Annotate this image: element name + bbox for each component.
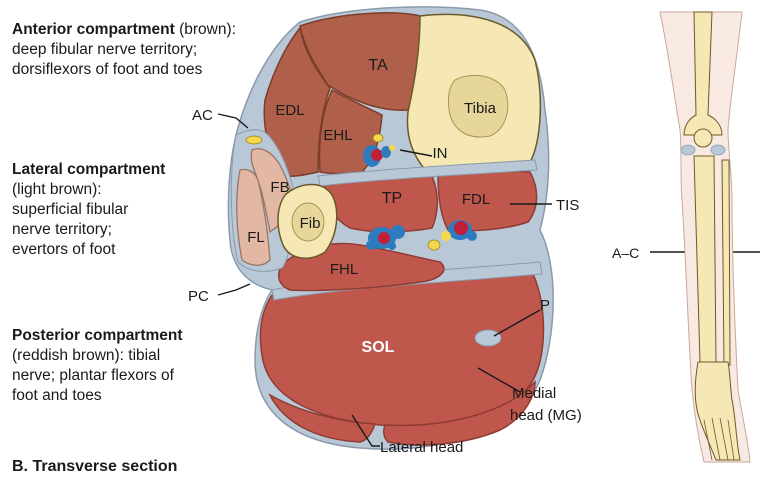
label-ac-level: A–C xyxy=(612,245,639,261)
label-fdl: FDL xyxy=(462,191,490,208)
knee-cap xyxy=(694,129,712,147)
anterior-nerve-mark xyxy=(373,134,383,142)
fibula-shaft xyxy=(722,160,730,365)
label-pc: PC xyxy=(188,288,209,305)
plantaris-tendon xyxy=(475,330,501,346)
leg-illustration xyxy=(660,12,750,462)
superficial-fibular-nerve xyxy=(246,136,262,144)
label-fib: Fib xyxy=(300,215,321,232)
label-in: IN xyxy=(433,145,448,162)
label-fhl: FHL xyxy=(330,261,358,278)
label-tp: TP xyxy=(382,190,402,207)
label-tis: TIS xyxy=(556,197,579,214)
label-edl: EDL xyxy=(275,102,304,119)
label-tibia: Tibia xyxy=(464,100,497,117)
label-lateral-head: Lateral head xyxy=(380,439,463,456)
label-ta: TA xyxy=(368,57,388,74)
label-fl: FL xyxy=(247,229,265,246)
label-fb: FB xyxy=(270,179,289,196)
label-medial-line2: head (MG) xyxy=(510,407,582,424)
label-p: P xyxy=(540,297,550,314)
knee-joint xyxy=(681,145,695,155)
label-sol: SOL xyxy=(362,339,395,356)
posterior-nerve-mark xyxy=(428,240,440,250)
knee-joint-medial xyxy=(711,145,725,155)
label-medial-line1: Medial xyxy=(512,385,556,402)
label-ehl: EHL xyxy=(323,127,352,144)
label-ac: AC xyxy=(192,107,213,124)
